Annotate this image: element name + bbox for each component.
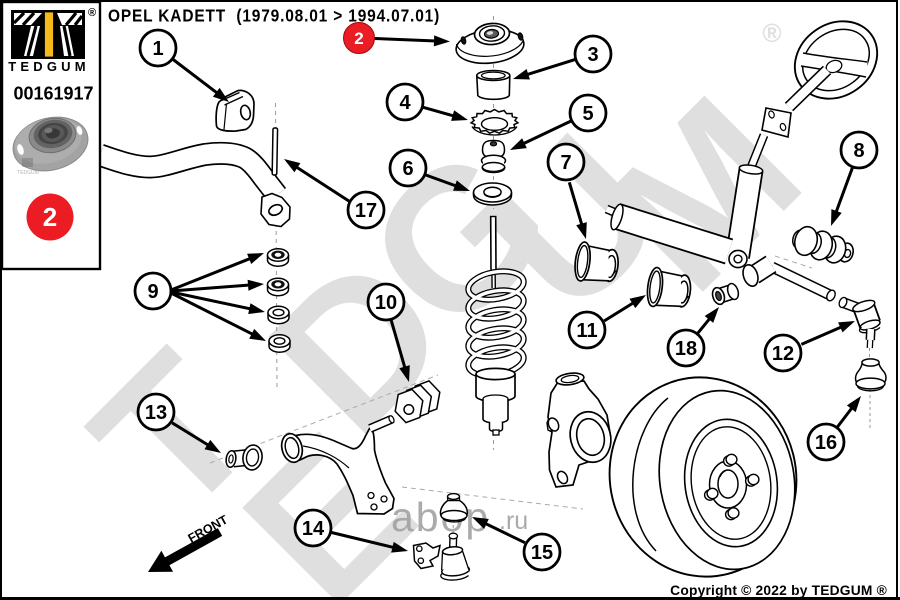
svg-text:9: 9 bbox=[147, 281, 158, 303]
svg-text:3: 3 bbox=[587, 44, 598, 66]
svg-text:1: 1 bbox=[152, 38, 163, 60]
svg-text:Copyright © 2022 by TEDGUM ®: Copyright © 2022 by TEDGUM ® bbox=[670, 583, 887, 598]
svg-text:.ru: .ru bbox=[499, 507, 528, 535]
svg-text:13: 13 bbox=[145, 402, 167, 424]
svg-text:®: ® bbox=[762, 18, 781, 48]
svg-text:16: 16 bbox=[815, 432, 837, 454]
svg-text:00161917: 00161917 bbox=[13, 84, 93, 104]
svg-text:7: 7 bbox=[560, 152, 571, 174]
svg-text:abop: abop bbox=[391, 494, 490, 540]
svg-text:8: 8 bbox=[853, 140, 864, 162]
svg-text:2: 2 bbox=[354, 29, 363, 48]
svg-text:11: 11 bbox=[576, 320, 597, 342]
svg-text:6: 6 bbox=[402, 158, 413, 180]
svg-text:TEDGUM: TEDGUM bbox=[17, 170, 39, 176]
svg-text:18: 18 bbox=[675, 338, 697, 360]
svg-text:17: 17 bbox=[355, 200, 377, 222]
svg-text:5: 5 bbox=[582, 103, 593, 125]
svg-text:TEDGUM: TEDGUM bbox=[8, 59, 90, 74]
svg-text:15: 15 bbox=[531, 542, 553, 564]
svg-text:14: 14 bbox=[302, 518, 325, 540]
svg-text:4: 4 bbox=[399, 92, 411, 114]
svg-text:2: 2 bbox=[43, 202, 57, 232]
svg-text:12: 12 bbox=[772, 343, 794, 365]
svg-text:OPEL KADETT (1979.08.01 > 199: OPEL KADETT (1979.08.01 > 1994.07.01) bbox=[108, 6, 440, 26]
svg-text:®: ® bbox=[88, 7, 96, 19]
svg-text:10: 10 bbox=[375, 292, 397, 314]
